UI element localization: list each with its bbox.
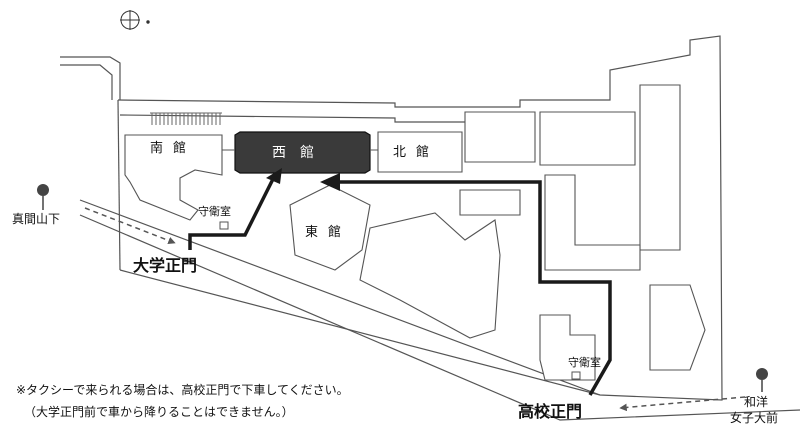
- guard-room-lower-label: 守衛室: [568, 356, 601, 369]
- railing: [150, 112, 222, 125]
- bus-stop-icon: [37, 184, 49, 210]
- bus-stop-left-label: 真間山下: [12, 212, 61, 226]
- taxi-note-line2: （大学正門前で車から降りることはできません。）: [24, 405, 294, 419]
- west-building-label: 西館: [272, 145, 328, 161]
- east-building-label: 東館: [305, 225, 352, 240]
- north-building-label: 北館: [393, 145, 440, 160]
- south-building-shape: [124, 134, 223, 221]
- taxi-note-line1: ※タクシーで来られる場合は、高校正門で下車してください。: [16, 383, 349, 397]
- high-school-main-gate-label: 高校正門: [518, 402, 583, 421]
- bus-stop-icon: [756, 368, 768, 392]
- walk-arrow-left: [84, 207, 176, 245]
- campus-boundary: [60, 35, 800, 421]
- block-north-b: [539, 111, 636, 166]
- block-east-low: [649, 284, 706, 371]
- center-block: [359, 212, 501, 339]
- guard-room-lower-marker: [571, 371, 581, 380]
- bus-stop-right-label-line1: 和洋: [744, 395, 769, 409]
- north-building-shape: [377, 131, 463, 173]
- route-highschool-gate-arrowhead: [320, 173, 340, 191]
- university-main-gate-label: 大学正門: [133, 256, 198, 275]
- route-highschool-gate: [330, 180, 612, 396]
- block-north-a: [464, 111, 536, 163]
- block-east-mid: [544, 174, 641, 271]
- compass-icon: [120, 10, 150, 30]
- guard-room-upper-label: 守衛室: [198, 205, 231, 218]
- route-university-gate-arrowhead: [266, 168, 282, 184]
- block-southeast: [539, 314, 596, 381]
- route-university-gate: [188, 174, 277, 250]
- block-small: [459, 189, 521, 216]
- south-building-label: 南館: [150, 141, 197, 156]
- west-building-shape: [234, 131, 371, 174]
- bus-stop-right-label-line2: 女子大前: [730, 411, 779, 425]
- guard-room-upper-marker: [219, 221, 229, 230]
- block-east-tall: [639, 84, 681, 251]
- walk-arrow-right: [619, 396, 746, 412]
